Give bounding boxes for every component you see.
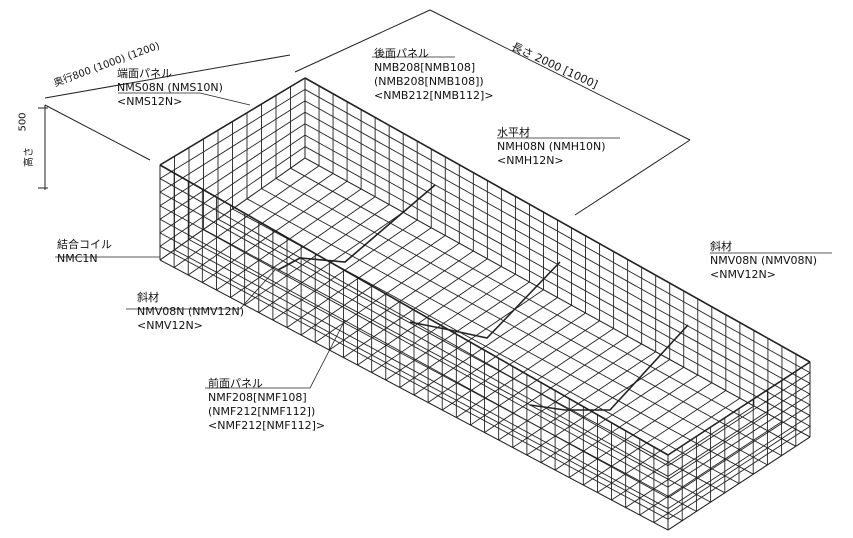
horizontal-member-title: 水平材 [497, 126, 530, 139]
mesh-wire [343, 258, 488, 358]
front-panel-title: 前面パネル [208, 377, 263, 390]
mesh-wire [286, 227, 432, 328]
mesh-wire [159, 77, 306, 166]
mesh-wire [357, 266, 502, 366]
wire-mesh [159, 77, 811, 531]
mesh-wire [159, 134, 306, 234]
mesh-wire [498, 343, 642, 441]
back-panel-line: NMB208[NMB108] [374, 61, 476, 74]
mesh-wire [159, 218, 669, 499]
front-panel-line: <NMF212[NMF112]> [208, 419, 326, 432]
diagonal-left-line: NMV08N (NMV12N) [137, 305, 245, 318]
mesh-wire [667, 383, 811, 477]
leader-lines [55, 56, 832, 389]
mesh-wire [159, 111, 306, 207]
mesh-wire [427, 304, 572, 403]
mesh-wire [470, 328, 614, 426]
coil-label: 結合コイル NMC1N [57, 238, 112, 266]
mesh-wire [371, 273, 516, 373]
mesh-wire [441, 312, 586, 411]
mesh-wire [300, 235, 446, 336]
mesh-wire [159, 157, 306, 261]
mesh-wire [187, 173, 334, 276]
mesh-wire [667, 372, 811, 467]
mesh-wire [667, 425, 811, 520]
front-panel-line: NMF208[NMF108] [208, 391, 307, 404]
mesh-wire [667, 436, 811, 531]
mesh-wire [159, 232, 669, 509]
horizontal-member-line: NMH08N (NMH10N) [497, 140, 606, 153]
mesh-wire [304, 111, 811, 395]
mesh-wire [526, 359, 670, 456]
coil-title: 結合コイル [57, 238, 112, 251]
mesh-wire [304, 146, 811, 427]
mesh-wire [540, 366, 684, 463]
mesh-wire [304, 77, 811, 363]
mesh-wire [667, 404, 811, 499]
mesh-wire [667, 361, 811, 456]
diagonal-right-line: NMV08N (NMV08N) [710, 254, 818, 267]
mesh-wire [484, 335, 628, 433]
mesh-wire [216, 188, 362, 291]
mesh-wire [304, 100, 811, 384]
height-value: 500 [17, 112, 29, 132]
mesh-wire [159, 89, 306, 179]
mesh-wire [399, 289, 544, 388]
back-panel-label: 後面パネル NMB208[NMB108] (NMB208[NMB108]) <N… [374, 47, 494, 103]
mesh-wire [159, 259, 669, 531]
diagonal-stays [277, 184, 689, 411]
back-panel-line: <NMB212[NMB112]> [374, 89, 494, 102]
mesh-wire [159, 191, 669, 477]
end-panel-line: <NMS12N> [117, 95, 183, 108]
mesh-wire [304, 89, 811, 374]
end-panel-line: NMS08N (NMS10N) [117, 81, 223, 94]
dimension-lines [38, 9, 691, 216]
mesh-wire [329, 250, 474, 351]
mesh-wire [456, 320, 600, 418]
mesh-wire [512, 351, 656, 448]
mesh-wire [159, 100, 306, 193]
horizontal-member-line: <NMH12N> [497, 154, 564, 167]
front-panel-line: (NMF212[NMF112]) [208, 405, 316, 418]
mesh-wire [667, 415, 811, 509]
mesh-wire [159, 164, 669, 456]
diagonal-left-label: 斜材 NMV08N (NMV12N) <NMV12N> [137, 291, 244, 333]
diagonal-right-line: <NMV12N> [710, 268, 776, 281]
diagonal-right-title: 斜材 [710, 240, 732, 253]
mesh-wire [413, 297, 558, 396]
mesh-wire [611, 405, 755, 501]
horizontal-member-label: 水平材 NMH08N (NMH10N) <NMH12N> [497, 126, 606, 168]
mesh-wire [667, 393, 811, 488]
diagonal-right-label: 斜材 NMV08N (NMV08N) <NMV12N> [710, 240, 817, 282]
mesh-wire [304, 134, 811, 416]
end-panel-title: 端面パネル [117, 67, 172, 80]
mesh-wire [159, 205, 669, 488]
mesh-wire [314, 242, 460, 343]
mesh-wire [159, 146, 306, 247]
diagonal-left-title: 斜材 [137, 291, 159, 304]
mesh-wire [173, 165, 320, 268]
mesh-wire [597, 397, 741, 493]
front-panel-label: 前面パネル NMF208[NMF108] (NMF212[NMF112]) <N… [208, 377, 325, 433]
mesh-wire [202, 180, 348, 283]
mesh-wire [583, 390, 727, 486]
back-panel-title: 後面パネル [374, 47, 429, 60]
back-panel-line: (NMB208[NMB108]) [374, 75, 484, 88]
end-panel-label: 端面パネル NMS08N (NMS10N) <NMS12N> [117, 67, 223, 109]
mesh-wire [554, 374, 699, 471]
mesh-wire [568, 382, 713, 478]
mesh-wire [159, 246, 669, 520]
height-text: 高さ [24, 147, 35, 167]
coil-line: NMC1N [57, 252, 98, 265]
mesh-wire [159, 123, 306, 220]
diagonal-left-line: <NMV12N> [137, 319, 203, 332]
